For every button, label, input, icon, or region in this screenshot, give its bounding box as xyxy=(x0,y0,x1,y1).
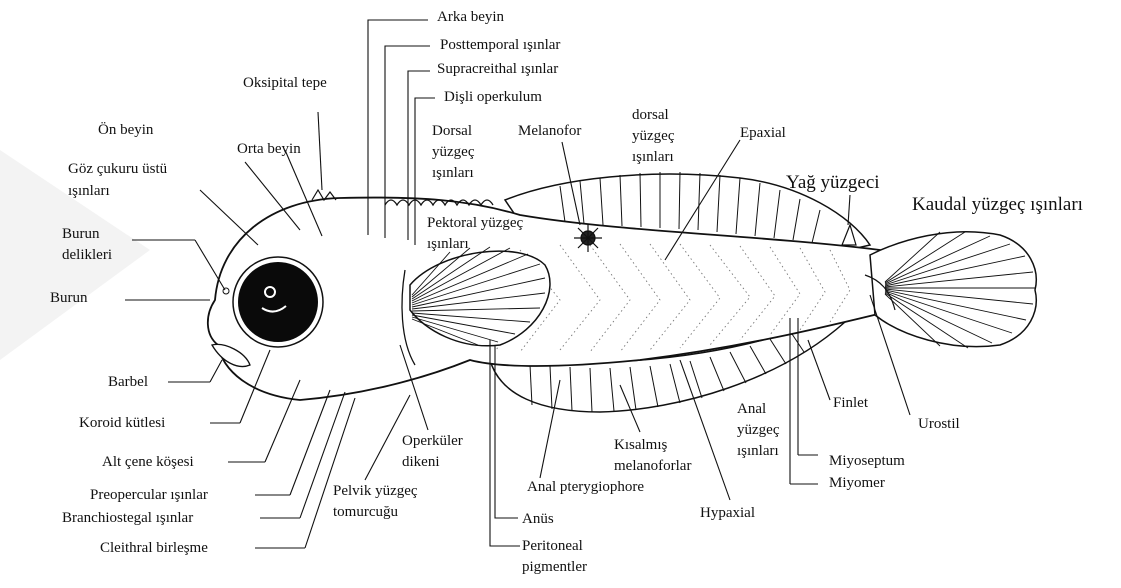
label-finlet: Finlet xyxy=(833,394,868,412)
label-operkuler-2: dikeni xyxy=(402,453,440,471)
eye-pupil xyxy=(238,262,318,342)
label-burun: Burun xyxy=(50,289,88,307)
label-anal-3: ışınları xyxy=(737,442,779,460)
label-alt-cene: Alt çene köşesi xyxy=(102,453,194,471)
label-yag-yuzgeci: Yağ yüzgeci xyxy=(786,172,880,194)
label-epaxial: Epaxial xyxy=(740,124,786,142)
label-supracreithal: Supracreithal ışınlar xyxy=(437,60,558,78)
label-operkuler-1: Operküler xyxy=(402,432,463,450)
label-burun-delik-1: Burun xyxy=(62,225,100,243)
label-oksipital-tepe: Oksipital tepe xyxy=(243,74,327,92)
label-hypaxial: Hypaxial xyxy=(700,504,755,522)
label-pelvik-1: Pelvik yüzgeç xyxy=(333,482,418,500)
label-anal-2: yüzgeç xyxy=(737,421,779,439)
label-dorsal2-1: dorsal xyxy=(632,106,669,124)
label-miyomer: Miyomer xyxy=(829,474,885,492)
label-posttemporal: Posttemporal ışınlar xyxy=(440,36,560,54)
label-dorsal2-3: ışınları xyxy=(632,148,674,166)
label-goz-1: Göz çukuru üstü xyxy=(68,160,167,178)
label-barbel: Barbel xyxy=(108,373,148,391)
label-pektoral-1: Pektoral yüzgeç xyxy=(427,214,523,232)
label-miyoseptum: Miyoseptum xyxy=(829,452,905,470)
label-burun-delik-2: delikleri xyxy=(62,246,112,264)
label-on-beyin: Ön beyin xyxy=(98,121,153,139)
label-peritoneal-1: Peritoneal xyxy=(522,537,583,555)
label-dorsal-yuzgec-2: yüzgeç xyxy=(432,143,474,161)
label-dorsal-yuzgec-3: ışınları xyxy=(432,164,474,182)
label-anus: Anüs xyxy=(522,510,554,528)
label-pelvik-2: tomurcuğu xyxy=(333,503,398,521)
label-kisalmis-2: melanoforlar xyxy=(614,457,691,475)
label-branchiostegal: Branchiostegal ışınlar xyxy=(62,509,193,527)
label-goz-2: ışınları xyxy=(68,182,110,200)
label-kaudal: Kaudal yüzgeç ışınları xyxy=(912,194,1083,216)
label-cleithral: Cleithral birleşme xyxy=(100,539,208,557)
melanophore-spot xyxy=(574,224,602,252)
label-anal-pteryg: Anal pterygiophore xyxy=(527,478,644,496)
label-urostil: Urostil xyxy=(918,415,960,433)
label-dorsal2-2: yüzgeç xyxy=(632,127,674,145)
label-kisalmis-1: Kısalmış xyxy=(614,436,667,454)
label-arka-beyin: Arka beyin xyxy=(437,8,504,26)
label-koroid: Koroid kütlesi xyxy=(79,414,165,432)
label-melanofor: Melanofor xyxy=(518,122,581,140)
label-orta-beyin: Orta beyin xyxy=(237,140,301,158)
label-peritoneal-2: pigmentler xyxy=(522,558,587,576)
label-dorsal-yuzgec-1: Dorsal xyxy=(432,122,472,140)
label-pektoral-2: ışınları xyxy=(427,235,469,253)
caudal-fin xyxy=(870,232,1036,347)
label-anal-1: Anal xyxy=(737,400,766,418)
label-preopercular: Preopercular ışınlar xyxy=(90,486,208,504)
label-disli-operkulum: Dişli operkulum xyxy=(444,88,542,106)
